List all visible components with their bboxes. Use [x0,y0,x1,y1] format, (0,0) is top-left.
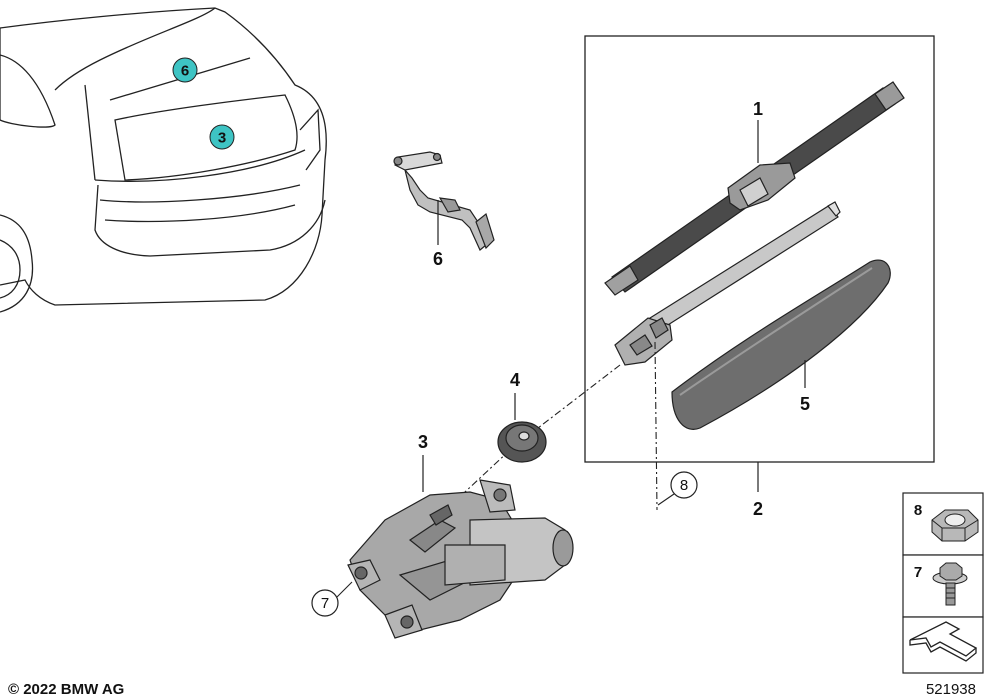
nut-circle-callout: 8 [657,471,698,506]
legend-arrow [902,616,984,674]
svg-text:7: 7 [914,564,922,581]
wiper-blade-part [604,81,905,296]
legend-bolt: 7 [902,554,984,618]
tailgate-marker: 3 [209,124,235,150]
car-rear-outline [0,7,327,313]
wiper-motor-part [347,479,574,639]
diagram-number: 521938 [926,681,976,698]
callout-arm-cover: 5 [800,394,810,414]
legend-nut: 8 [902,492,984,556]
callout-grommet: 4 [510,370,520,390]
assembly-arrow-icon [909,621,978,662]
grommet-part [497,421,547,463]
svg-text:7: 7 [321,595,329,612]
callout-washer-jet: 6 [433,249,443,269]
washer-jet-part [393,151,495,251]
hex-nut-icon [931,509,979,542]
svg-text:8: 8 [914,502,922,519]
svg-text:6: 6 [181,63,189,80]
copyright-text: © 2022 BMW AG [8,681,124,698]
svg-text:8: 8 [680,477,688,494]
svg-text:3: 3 [218,130,226,147]
callout-wiper-arm-set: 2 [753,499,763,519]
callout-wiper-blade: 1 [753,99,763,119]
arm-cover-part [671,259,891,430]
callout-motor: 3 [418,432,428,452]
hex-bolt-icon [932,562,968,606]
wiper-arm-set-frame [584,35,935,463]
wiper-arm-part [614,201,841,366]
rear-window-marker: 6 [172,57,198,83]
bolt-circle-callout: 7 [311,581,353,617]
